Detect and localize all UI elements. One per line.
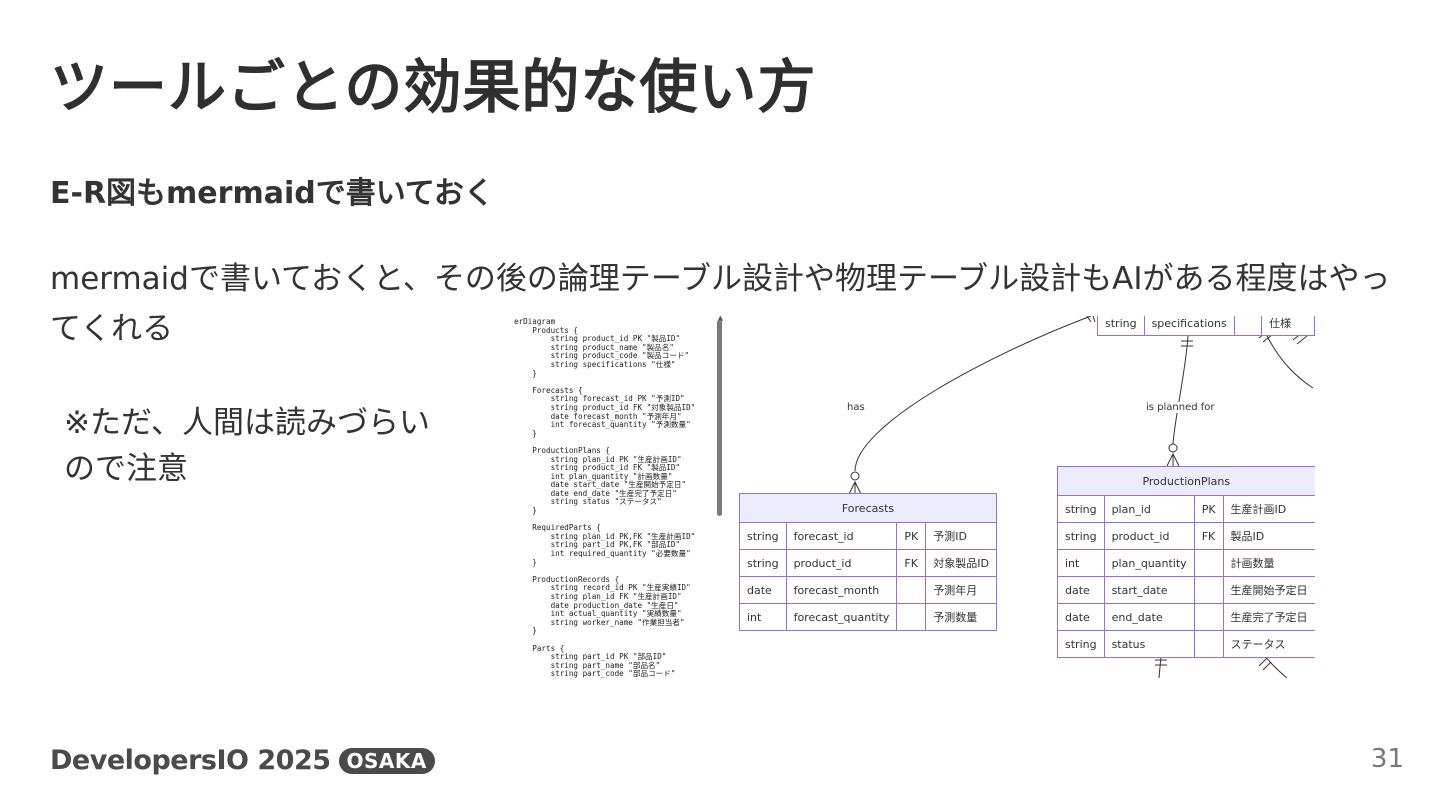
page-number: 31 bbox=[1370, 744, 1404, 774]
products-table-partial: string specifications 仕様 bbox=[1097, 316, 1315, 336]
mermaid-code: erDiagram Products { string product_id P… bbox=[514, 317, 696, 678]
relation-label-planned: is planned for bbox=[1144, 402, 1217, 413]
cell-comment: 生産完了予定日 bbox=[1222, 603, 1315, 631]
cell-name: forecast_month bbox=[785, 576, 898, 604]
cell-comment: 予測年月 bbox=[925, 576, 997, 604]
has-zero-marker bbox=[850, 471, 860, 481]
cell-name: product_id bbox=[1103, 522, 1195, 550]
scrollbar-thumb[interactable] bbox=[717, 320, 722, 516]
table-row: int plan_quantity 計画数量 bbox=[1057, 549, 1315, 577]
right-relation-line bbox=[1266, 335, 1314, 389]
cell-type: string bbox=[1097, 316, 1145, 336]
cell-type: date bbox=[1057, 603, 1105, 631]
cell-key bbox=[1193, 630, 1224, 658]
bottom-relation-line-2 bbox=[1264, 655, 1288, 678]
mermaid-code-panel[interactable]: erDiagram Products { string product_id P… bbox=[510, 316, 724, 678]
cell-type: date bbox=[739, 576, 787, 604]
has-top-marker bbox=[1086, 316, 1096, 323]
note-text: ※ただ、人間は読みづらいので注意 bbox=[64, 405, 431, 487]
cell-comment: 製品ID bbox=[1222, 522, 1315, 550]
cell-type: string bbox=[1057, 522, 1105, 550]
subheading: E-R図もmermaidで書いておく bbox=[50, 176, 494, 211]
body-text: mermaidで書いておくと、その後の論理テーブル設計や物理テーブル設計もAIが… bbox=[50, 261, 1391, 347]
table-row: string status ステータス bbox=[1057, 630, 1315, 658]
cell-comment: 予測数量 bbox=[925, 603, 997, 631]
planned-top-marker bbox=[1181, 340, 1193, 347]
cell-key bbox=[896, 603, 927, 631]
table-row: string product_id FK 製品ID bbox=[1057, 522, 1315, 550]
table-row: date start_date 生産開始予定日 bbox=[1057, 576, 1315, 604]
cell-key bbox=[1193, 576, 1224, 604]
planned-crowfoot-marker bbox=[1166, 452, 1180, 467]
footer-logo: DevelopersIO 2025 OSAKA bbox=[50, 745, 435, 776]
cell-name: forecast_quantity bbox=[785, 603, 898, 631]
has-crowfoot-marker bbox=[848, 480, 862, 495]
cell-key bbox=[1193, 549, 1224, 577]
cell-type: int bbox=[739, 603, 787, 631]
relationship-lines bbox=[848, 316, 1314, 678]
cell-comment: 計画数量 bbox=[1222, 549, 1315, 577]
table-title: Forecasts bbox=[739, 493, 997, 523]
cell-comment: ステータス bbox=[1222, 630, 1315, 658]
cell-comment: 生産計画ID bbox=[1222, 495, 1315, 523]
cell-type: string bbox=[1057, 495, 1105, 523]
planned-zero-marker bbox=[1168, 443, 1178, 453]
cell-type: date bbox=[1057, 576, 1105, 604]
forecasts-table: Forecasts string forecast_id PK 予測ID str… bbox=[739, 493, 997, 631]
slide-title: ツールごとの効果的な使い方 bbox=[50, 53, 817, 121]
cell-name: plan_id bbox=[1103, 495, 1195, 523]
footer-brand: DevelopersIO 2025 bbox=[50, 745, 331, 776]
cell-key: PK bbox=[896, 522, 927, 550]
table-row: date forecast_month 予測年月 bbox=[739, 576, 997, 604]
planned-relation-line bbox=[1172, 335, 1189, 445]
bottom-marker-1 bbox=[1155, 659, 1167, 666]
table-row: int forecast_quantity 予測数量 bbox=[739, 603, 997, 631]
table-row: date end_date 生産完了予定日 bbox=[1057, 603, 1315, 631]
cell-name: forecast_id bbox=[785, 522, 898, 550]
relation-label-has: has bbox=[845, 402, 867, 413]
cell-key: PK bbox=[1193, 495, 1224, 523]
cell-comment: 予測ID bbox=[925, 522, 997, 550]
cell-key: FK bbox=[896, 549, 927, 577]
er-diagram: has is planned for string specifications… bbox=[735, 316, 1315, 678]
cell-type: string bbox=[739, 549, 787, 577]
cell-type: string bbox=[1057, 630, 1105, 658]
cell-name: plan_quantity bbox=[1103, 549, 1195, 577]
footer-badge: OSAKA bbox=[338, 747, 435, 774]
scroll-up-arrow-icon[interactable]: ▲ bbox=[717, 316, 723, 322]
cell-type: int bbox=[1057, 549, 1105, 577]
cell-key bbox=[1193, 603, 1224, 631]
bottom-relation-line-1 bbox=[1158, 655, 1162, 678]
cell-type: string bbox=[739, 522, 787, 550]
cell-name: end_date bbox=[1103, 603, 1195, 631]
cell-name: specifications bbox=[1143, 316, 1235, 336]
cell-name: product_id bbox=[785, 549, 898, 577]
cell-key bbox=[896, 576, 927, 604]
production-plans-table: ProductionPlans string plan_id PK 生産計画ID… bbox=[1057, 466, 1315, 658]
cell-comment: 対象製品ID bbox=[925, 549, 997, 577]
cell-name: status bbox=[1103, 630, 1195, 658]
table-row: string forecast_id PK 予測ID bbox=[739, 522, 997, 550]
has-relation-line bbox=[854, 316, 1092, 472]
cell-comment: 仕様 bbox=[1261, 316, 1315, 336]
table-row: string product_id FK 対象製品ID bbox=[739, 549, 997, 577]
table-row: string plan_id PK 生産計画ID bbox=[1057, 495, 1315, 523]
cell-name: start_date bbox=[1103, 576, 1195, 604]
cell-key: FK bbox=[1193, 522, 1224, 550]
cell-key bbox=[1233, 316, 1263, 336]
table-title: ProductionPlans bbox=[1057, 466, 1315, 496]
bottom-marker-2 bbox=[1258, 657, 1272, 671]
cell-comment: 生産開始予定日 bbox=[1222, 576, 1315, 604]
